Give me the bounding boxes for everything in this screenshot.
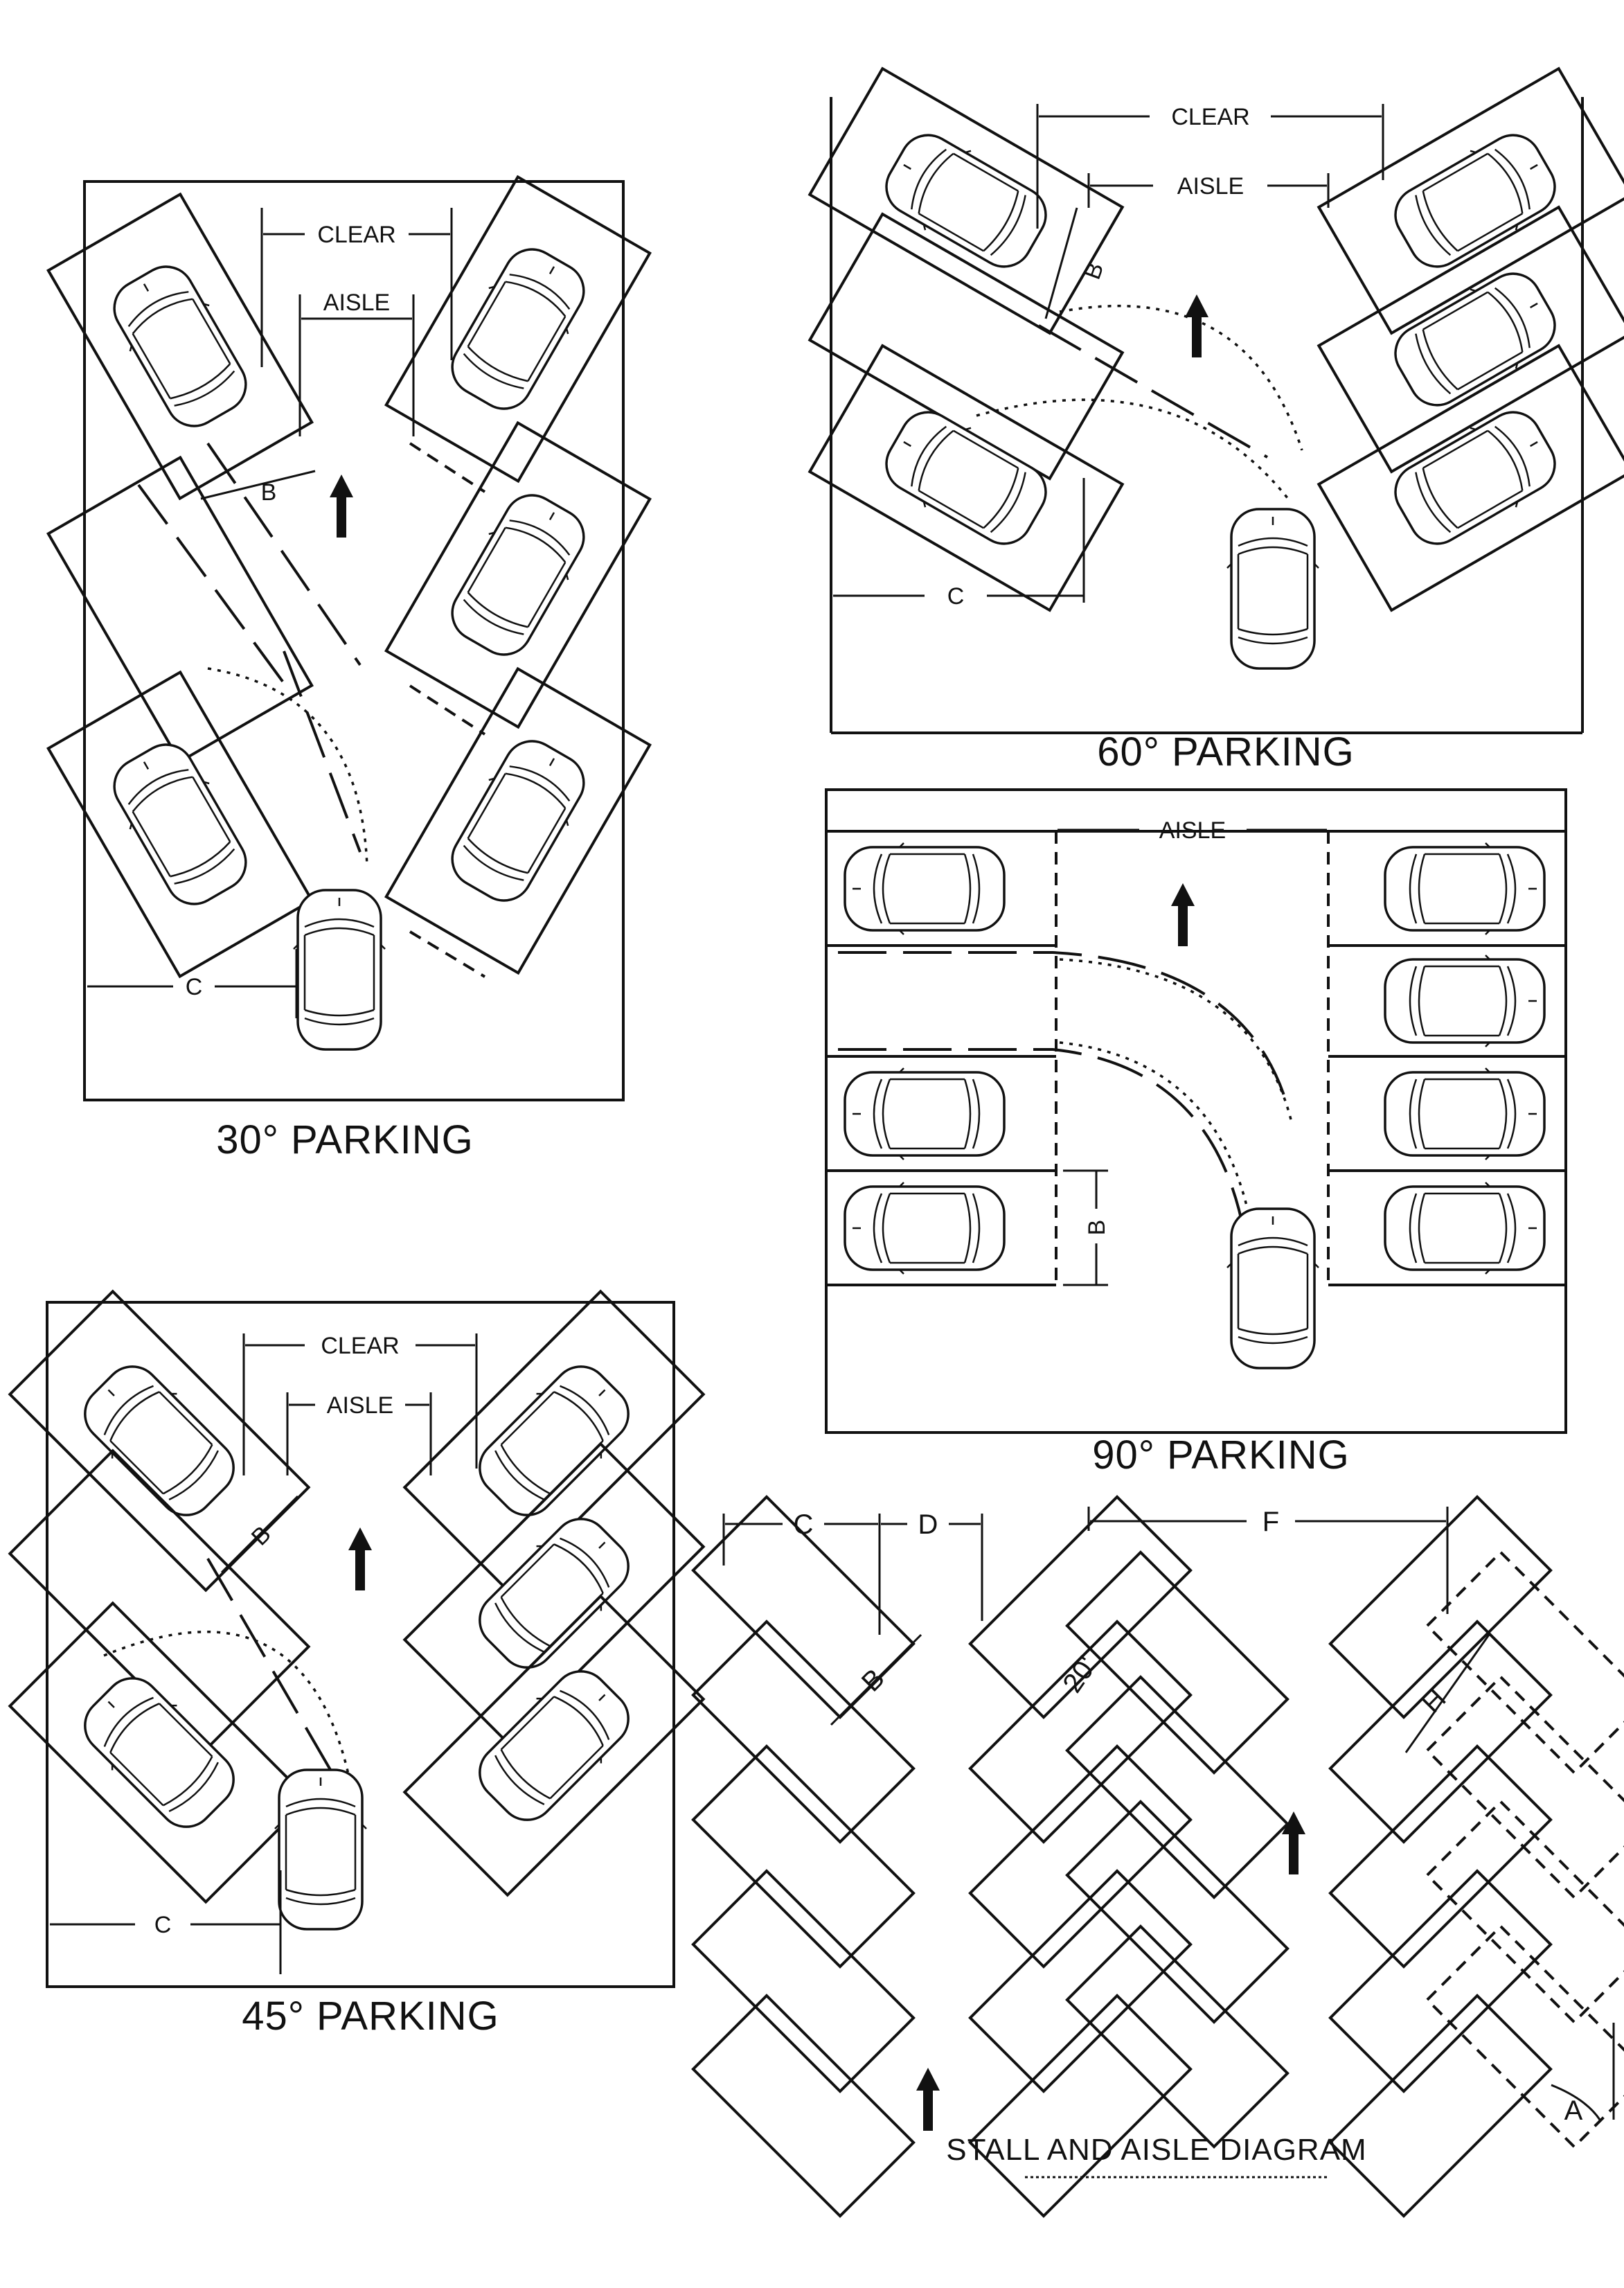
diagram-30-parking: CLEAR AISLE B C 30° PARKING	[46, 175, 652, 1162]
c-label: C	[186, 974, 203, 1000]
aisle-arrow-90	[1171, 883, 1195, 946]
a-angle: A	[1551, 2023, 1615, 2126]
caption-90: 90° PARKING	[1092, 1433, 1350, 1478]
car-entering-60	[1226, 508, 1320, 670]
stall-and-aisle-diagram: C D F B 20' H A STALL AND AISL	[691, 1495, 1624, 2218]
aisle-label: AISLE	[327, 1392, 393, 1419]
aisle-arrow-45	[348, 1527, 372, 1590]
h-label: H	[1416, 1683, 1452, 1719]
c-dimension: C	[50, 1870, 282, 1974]
car-entering-30	[292, 889, 386, 1051]
aisle-arrow-left	[916, 2068, 940, 2131]
outer-turn-path	[1059, 304, 1303, 451]
c-label: C	[794, 1509, 814, 1540]
left-stalls	[8, 1289, 311, 1904]
c-label: C	[947, 583, 965, 610]
caption-stall-and-aisle: STALL AND AISLE DIAGRAM	[946, 2133, 1366, 2167]
right-stalls	[384, 175, 652, 978]
clear-dimension: CLEAR	[1036, 104, 1384, 229]
caption-30: 30° PARKING	[216, 1117, 474, 1162]
aisle-label: AISLE	[1159, 817, 1226, 844]
b-dimension: B	[220, 1495, 299, 1574]
aisle-label: AISLE	[1177, 173, 1244, 199]
f-label: F	[1262, 1507, 1279, 1537]
car-entering-90	[1226, 1207, 1320, 1369]
right-stalls	[1327, 831, 1566, 1286]
aisle-dimension: AISLE	[286, 1392, 432, 1475]
a-label: A	[1564, 2095, 1583, 2126]
left-stalls	[46, 192, 362, 979]
aisle-dimension: AISLE	[1087, 173, 1330, 208]
f-dimension: F	[1087, 1507, 1449, 1614]
outer-dotted-path	[1059, 958, 1293, 1123]
left-stalls	[807, 66, 1125, 612]
clear-dimension: CLEAR	[242, 1333, 478, 1475]
inner-turn-path	[838, 1048, 1248, 1248]
panel-frame	[46, 1301, 675, 1988]
outer-turn-path	[206, 1557, 334, 1775]
clear-label: CLEAR	[317, 222, 395, 248]
b-dimension: B	[830, 1633, 922, 1726]
aisle-label: AISLE	[323, 290, 390, 316]
diagram-45-parking: CLEAR AISLE B C 45° PARKING	[8, 1289, 706, 2039]
c-dimension: C	[87, 949, 298, 1018]
inner-dotted-path	[1059, 1041, 1255, 1241]
b-label: B	[856, 1663, 891, 1698]
center-stall-columns	[968, 1495, 1290, 2218]
d-label: D	[918, 1509, 938, 1540]
inner-turn-path	[103, 1630, 351, 1781]
aisle-arrow-60	[1185, 294, 1208, 357]
b-dimension: B	[1044, 207, 1109, 319]
clear-dimension: CLEAR	[260, 208, 453, 367]
panel-frame	[83, 180, 625, 1101]
diagram-60-parking: CLEAR AISLE B C 60° PARKING	[807, 66, 1624, 774]
d-dimension: D	[881, 1509, 983, 1621]
b-dimension: B	[1063, 1169, 1110, 1286]
b-label: B	[261, 479, 277, 506]
panel-frame	[825, 788, 1567, 1434]
clear-label: CLEAR	[321, 1333, 399, 1359]
long-turn-path	[1038, 324, 1268, 459]
aisle-dimension: AISLE	[298, 290, 415, 436]
aisle-arrow-30	[330, 475, 353, 538]
aisle-dimension: AISLE	[1058, 817, 1327, 844]
right-stalls	[402, 1289, 706, 1897]
car-entering-45	[274, 1768, 368, 1931]
length-20ft-label: 20'	[1057, 1651, 1103, 1699]
clear-label: CLEAR	[1171, 104, 1249, 130]
c-dimension: C	[833, 478, 1085, 610]
c-dimension: C	[722, 1509, 881, 1635]
left-stalls	[826, 831, 1058, 1286]
c-label: C	[154, 1912, 172, 1938]
left-stall-column	[691, 1495, 916, 2218]
b-label: B	[1084, 1220, 1110, 1236]
right-stalls	[1317, 66, 1624, 612]
outer-turn-path	[838, 951, 1290, 1109]
b-label: B	[1079, 259, 1109, 283]
caption-60: 60° PARKING	[1097, 729, 1355, 774]
caption-45: 45° PARKING	[242, 1994, 499, 2039]
diagram-90-parking: AISLE B 90° PARKING	[825, 788, 1567, 1478]
b-dimension: B	[200, 470, 316, 506]
outer-turn-path	[283, 650, 362, 853]
inner-turn-path	[207, 667, 368, 867]
